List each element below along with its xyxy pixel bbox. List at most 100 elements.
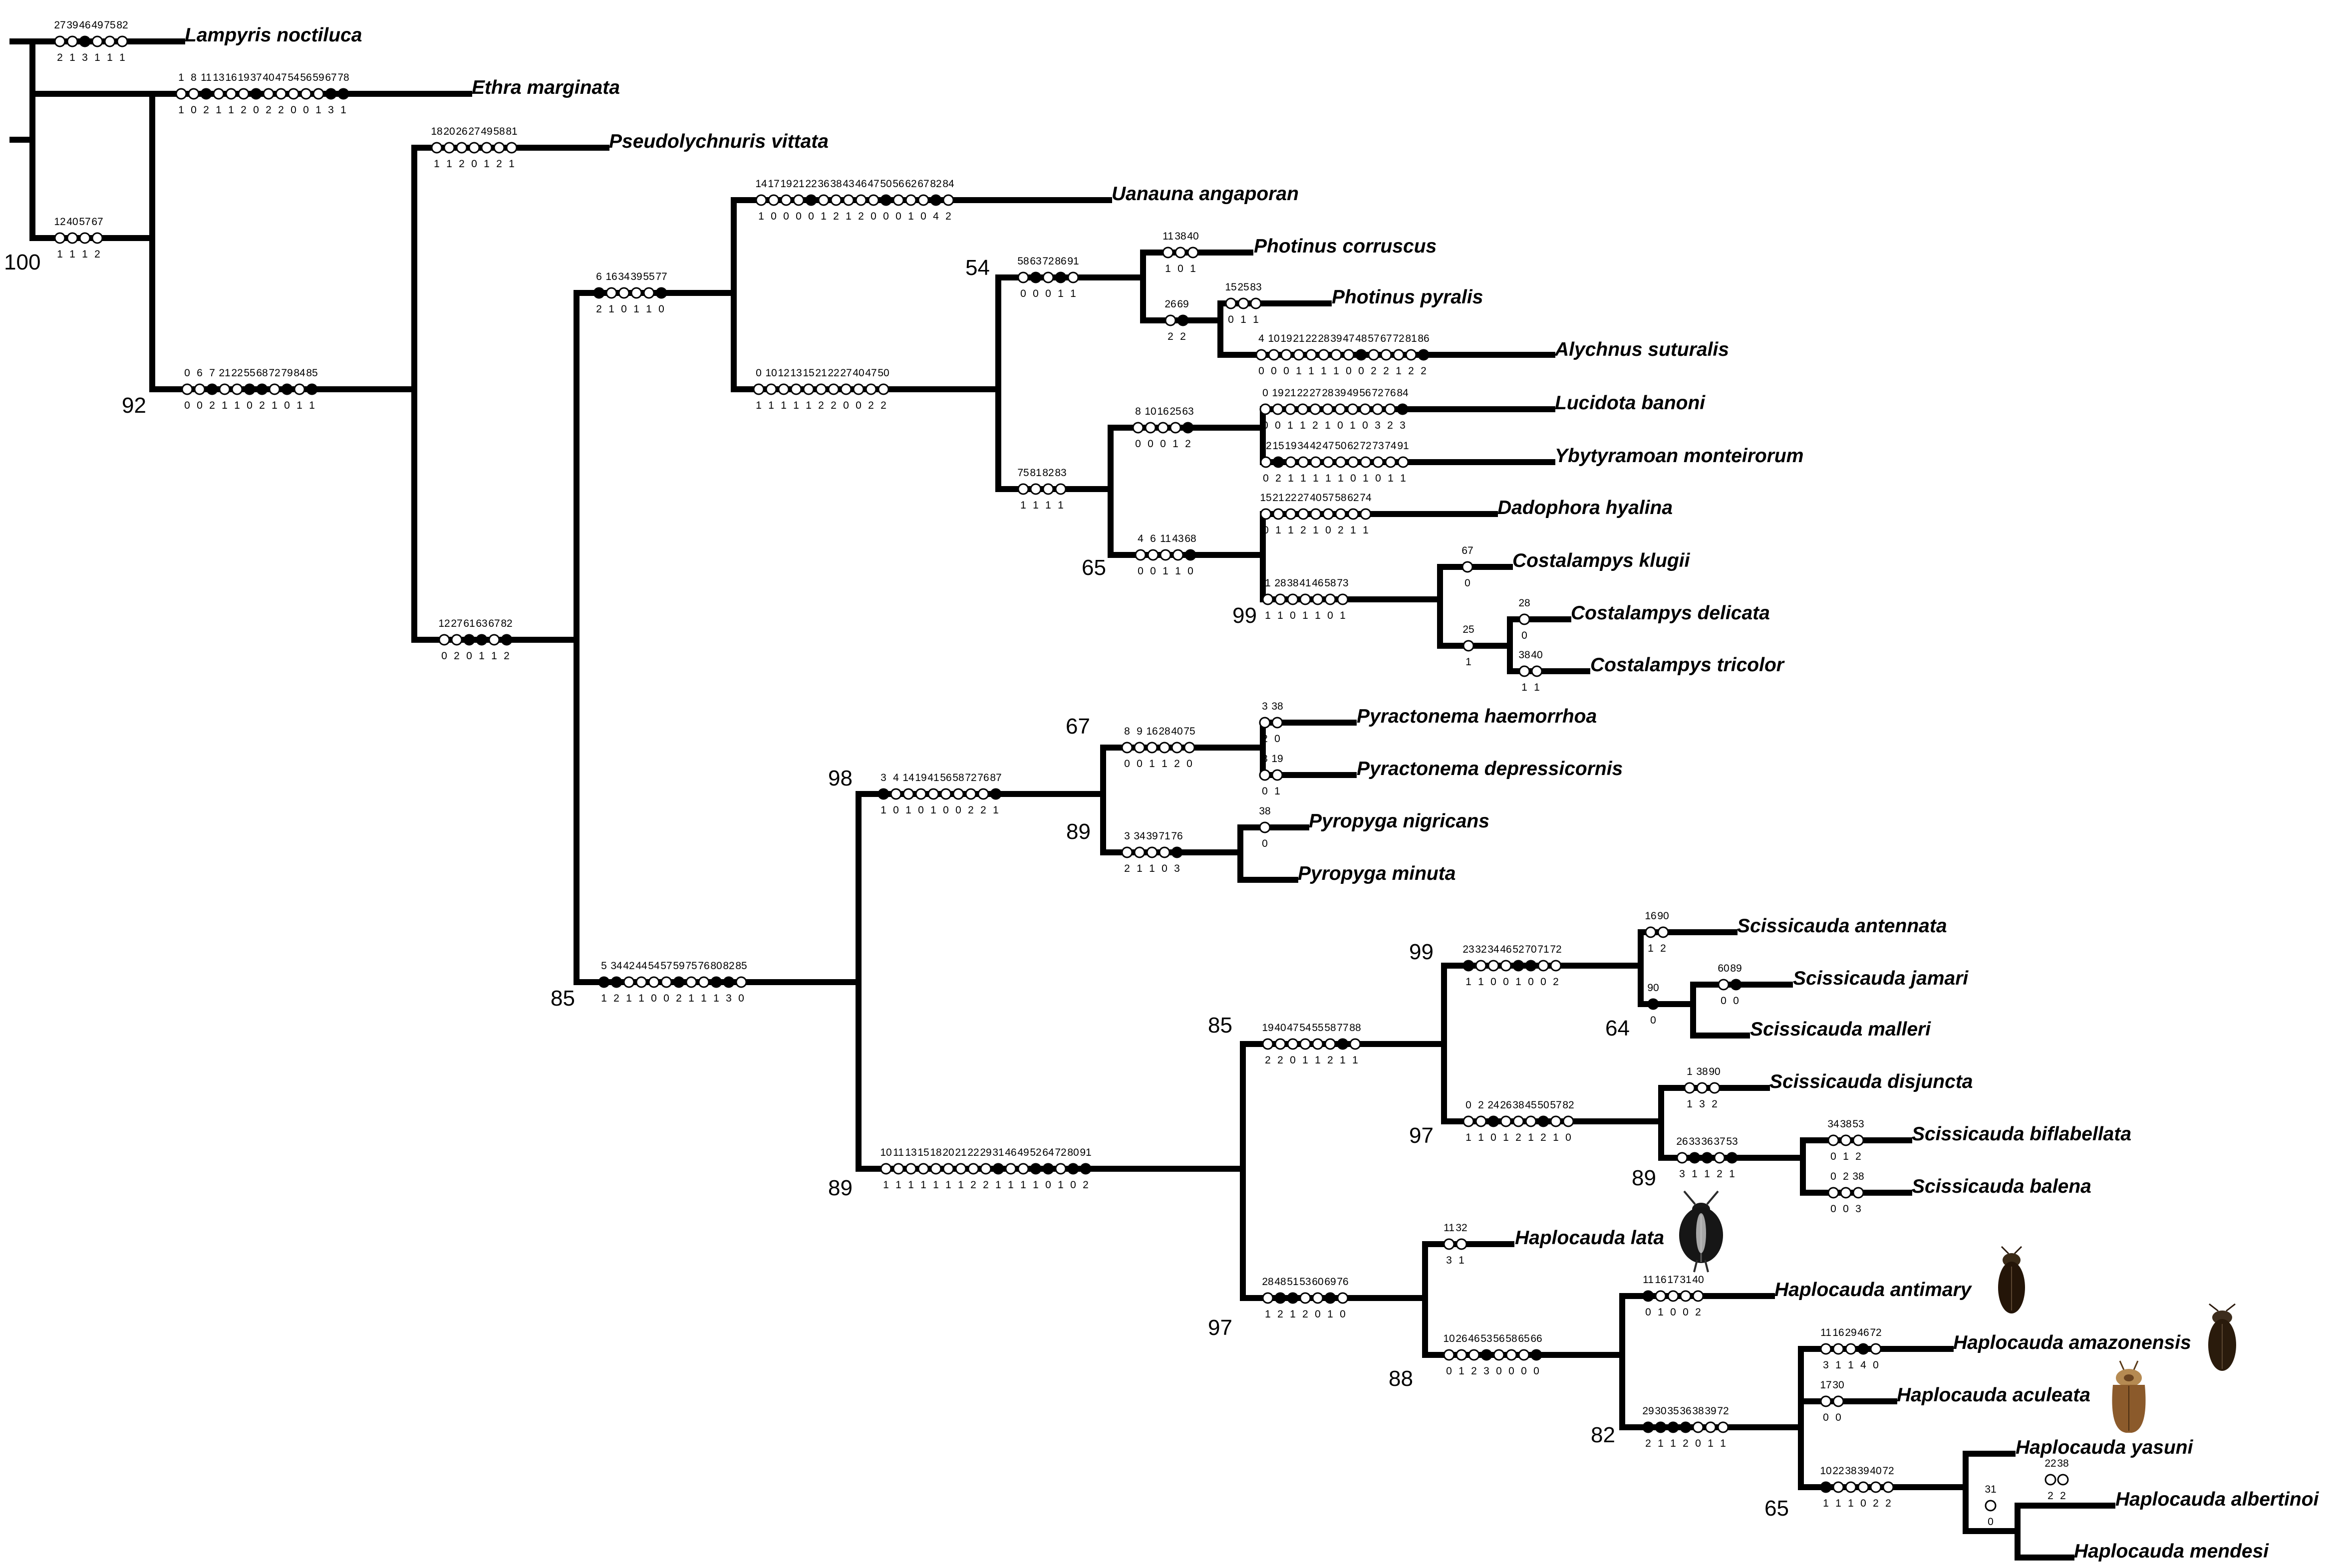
open-state-marker xyxy=(1297,508,1309,520)
character-state: 1 xyxy=(1175,565,1181,577)
open-state-marker xyxy=(605,287,617,299)
character-state: 1 xyxy=(1008,1179,1014,1191)
open-state-marker xyxy=(685,976,697,988)
character-state: 0 xyxy=(184,400,190,411)
taxon-label: Scissicauda biflabellata xyxy=(1912,1123,2131,1145)
character-state: 1 xyxy=(1400,473,1406,484)
open-state-marker xyxy=(451,634,463,646)
character-state: 0 xyxy=(658,303,664,315)
open-state-marker xyxy=(892,1163,904,1175)
filled-state-marker xyxy=(250,88,262,100)
character-state: 0 xyxy=(1337,420,1343,431)
character-number: 54 xyxy=(1299,1022,1311,1034)
character-state: 0 xyxy=(1148,438,1154,450)
character-state: 1 xyxy=(1515,976,1521,988)
character-state: 0 xyxy=(1135,438,1141,450)
character-state: 2 xyxy=(1265,1054,1271,1066)
character-number: 2 xyxy=(1843,1171,1849,1182)
character-state: 0 xyxy=(1315,1308,1321,1320)
character-number: 54 xyxy=(288,72,299,83)
open-state-marker xyxy=(1260,508,1272,520)
character-state: 2 xyxy=(596,303,602,315)
character-number: 34 xyxy=(618,271,630,282)
character-number: 19 xyxy=(780,178,792,190)
character-state: 1 xyxy=(1835,1498,1841,1509)
character-state: 2 xyxy=(1275,473,1281,484)
open-state-marker xyxy=(818,194,830,206)
character-state: 0 xyxy=(1540,976,1546,988)
character-number: 47 xyxy=(1343,333,1354,344)
character-state: 0 xyxy=(893,804,899,816)
character-state: 0 xyxy=(1521,630,1527,641)
character-number: 42 xyxy=(1310,440,1321,452)
taxon-label: Costalampys klugii xyxy=(1512,550,1691,571)
character-state: 1 xyxy=(1172,438,1178,450)
open-state-marker xyxy=(1845,1343,1857,1355)
open-state-marker xyxy=(1146,846,1158,858)
open-state-marker xyxy=(1455,1349,1467,1361)
character-number: 24 xyxy=(1487,1099,1499,1111)
open-state-marker xyxy=(1696,1082,1708,1094)
open-state-marker xyxy=(1312,1292,1324,1304)
character-number: 10 xyxy=(765,367,777,379)
character-number: 9 xyxy=(1137,726,1143,737)
character-state: 1 xyxy=(1308,365,1314,377)
character-number: 18 xyxy=(431,126,442,137)
character-number: 26 xyxy=(1455,1333,1467,1344)
character-number: 75 xyxy=(685,960,697,972)
character-state: 1 xyxy=(272,400,278,411)
character-state: 3 xyxy=(82,52,88,63)
character-state: 2 xyxy=(203,104,209,116)
open-state-marker xyxy=(1518,1349,1530,1361)
character-state: 1 xyxy=(821,211,827,222)
open-state-marker xyxy=(66,35,78,47)
character-state: 0 xyxy=(1835,1412,1841,1423)
open-state-marker xyxy=(1225,297,1237,309)
character-number: 21 xyxy=(815,367,827,379)
character-state: 1 xyxy=(995,1179,1001,1191)
character-number: 47 xyxy=(1287,1022,1298,1034)
filled-state-marker xyxy=(992,1163,1004,1175)
open-state-marker xyxy=(1985,1500,1997,1512)
open-state-marker xyxy=(905,194,917,206)
character-number: 46 xyxy=(1468,1333,1479,1344)
open-state-marker xyxy=(952,788,964,800)
open-state-marker xyxy=(225,88,237,100)
character-state: 1 xyxy=(945,1179,951,1191)
character-number: 43 xyxy=(1172,533,1183,544)
character-number: 39 xyxy=(66,19,78,31)
character-number: 81 xyxy=(1405,333,1417,344)
character-state: 0 xyxy=(1346,365,1352,377)
character-number: 90 xyxy=(1647,982,1659,994)
taxon-label: Scissicauda malleri xyxy=(1750,1019,1931,1040)
character-state: 3 xyxy=(1400,420,1406,431)
character-number: 29 xyxy=(980,1147,991,1158)
character-state: 1 xyxy=(315,104,321,116)
character-state: 1 xyxy=(1058,500,1064,511)
character-number: 7 xyxy=(209,367,215,379)
character-number: 0 xyxy=(1830,1171,1836,1182)
character-number: 87 xyxy=(990,772,1001,784)
filled-state-marker xyxy=(1680,1421,1692,1433)
character-state: 1 xyxy=(1240,314,1246,325)
open-state-marker xyxy=(660,976,672,988)
open-state-marker xyxy=(1147,549,1159,561)
character-state: 0 xyxy=(1262,785,1268,797)
character-number: 4 xyxy=(1138,533,1144,544)
character-state: 0 xyxy=(303,104,309,116)
filled-state-marker xyxy=(1655,1421,1667,1433)
open-state-marker xyxy=(1322,508,1334,520)
character-number: 10 xyxy=(1443,1333,1455,1344)
open-state-marker xyxy=(840,383,852,395)
character-state: 2 xyxy=(454,650,460,662)
filled-state-marker xyxy=(1080,1163,1092,1175)
open-state-marker xyxy=(1262,1038,1274,1050)
character-state: 0 xyxy=(247,400,253,411)
open-state-marker xyxy=(790,383,802,395)
character-number: 11 xyxy=(1444,1222,1455,1234)
